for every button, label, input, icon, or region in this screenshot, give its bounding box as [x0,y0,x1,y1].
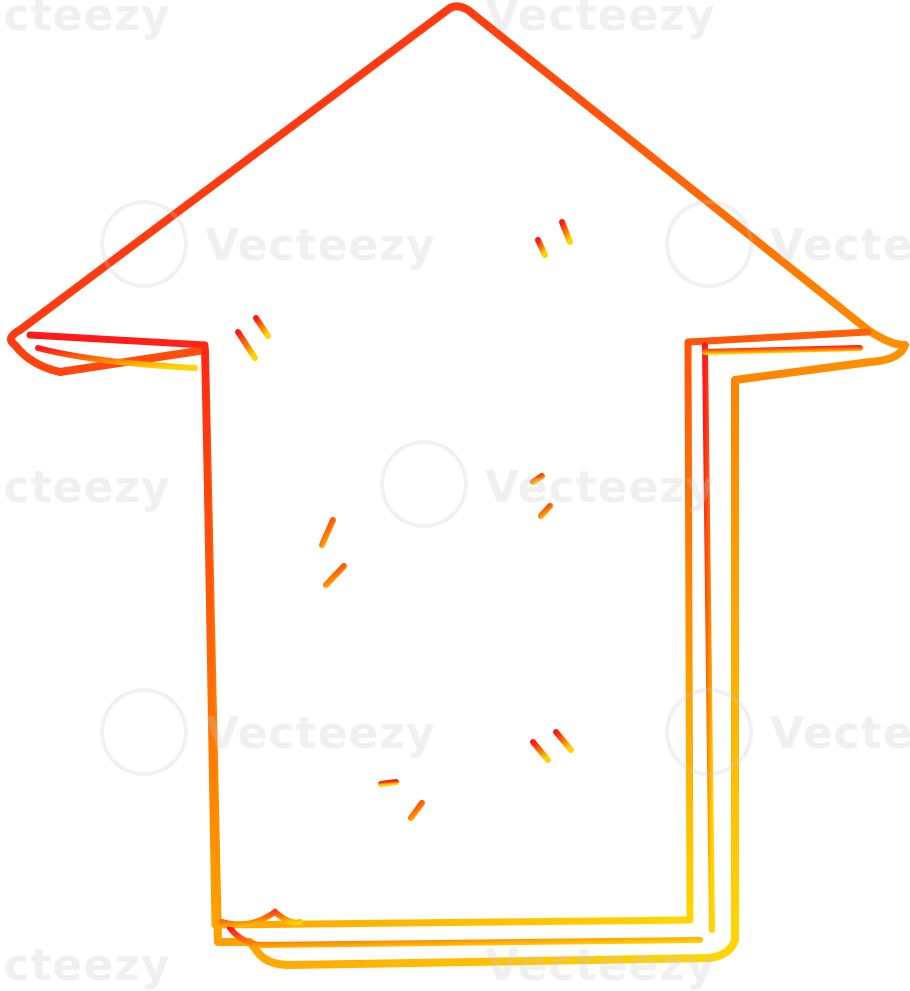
texture-mark [408,800,425,821]
arrow-thickness-right [702,342,715,933]
texture-mark [323,563,347,588]
texture-mark [378,779,399,787]
arrow-outline [7,2,909,969]
texture-mark [235,329,258,361]
texture-mark [253,315,271,339]
texture-mark [319,517,336,548]
texture-mark [530,739,551,763]
arrow-front-edge [26,328,872,929]
texture-mark [538,503,553,519]
texture-mark [535,237,548,258]
arrow-thickness-bottom [227,925,703,949]
texture-mark [553,729,574,753]
arrow-bottom-wave [219,908,303,928]
texture-mark [559,219,573,245]
arrow-thickness-right-top [702,345,863,355]
texture-mark [530,473,545,485]
arrow-thickness-left [35,345,198,371]
texture-marks [235,219,574,821]
